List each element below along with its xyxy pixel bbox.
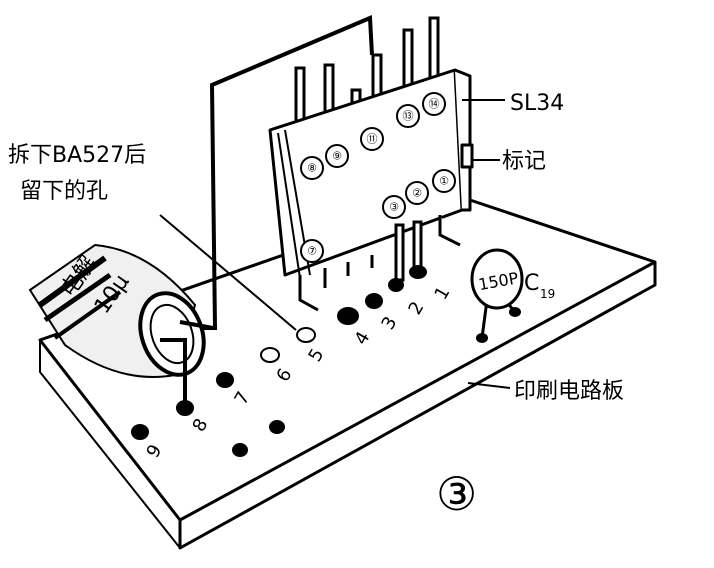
leader-lines xyxy=(159,99,511,389)
pin-label-8: ⑧ xyxy=(307,162,317,175)
ceramic-capacitor: 150P C 19 xyxy=(470,248,555,339)
pin-label-11: ⑪ xyxy=(367,133,378,146)
pin-label-7: ⑦ xyxy=(307,245,317,258)
pin-label-9: ⑨ xyxy=(332,150,342,163)
electrolytic-capacitor: 电解 10μ xyxy=(28,243,214,410)
capacitor-c19-name: C xyxy=(524,271,539,296)
chip-pin-labels: ⑧ ⑨ ⑪ ⑬ ⑭ ⑦ ③ ② ① xyxy=(300,92,456,263)
removed-hole-label-line2: 留下的孔 xyxy=(20,179,108,204)
pin-label-1: ① xyxy=(439,175,449,188)
chip-front-pins xyxy=(298,215,461,312)
chip-name-label: SL34 xyxy=(510,91,564,116)
pcb-holes xyxy=(131,265,521,457)
pin-label-13: ⑬ xyxy=(403,110,414,123)
pin-label-2: ② xyxy=(412,187,422,200)
pin-label-14: ⑭ xyxy=(429,98,440,111)
removed-hole-label-line1: 拆下BA527后 xyxy=(8,143,146,168)
figure-number: ③ xyxy=(436,467,477,521)
pin-label-3: ③ xyxy=(389,201,399,214)
chip-mark-label: 标记 xyxy=(502,149,546,174)
pcb-label: 印刷电路板 xyxy=(514,379,624,404)
capacitor-c19-index: 19 xyxy=(540,287,555,301)
